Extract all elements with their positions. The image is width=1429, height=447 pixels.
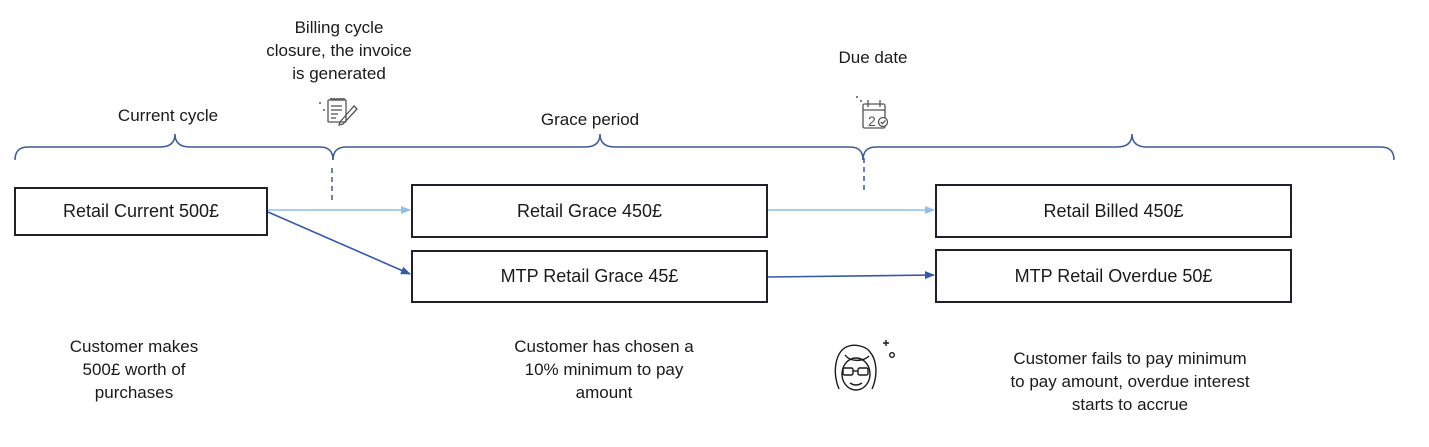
- svg-text:2: 2: [868, 113, 876, 129]
- arrow-mtp-grace-to-overdue: [767, 271, 935, 280]
- mtp-retail-overdue-box: MTP Retail Overdue 50£: [935, 249, 1292, 303]
- due-date-label: Due date: [838, 48, 908, 67]
- minimum-caption-line-1: Customer has chosen a: [514, 337, 694, 356]
- billing-closure-line-2: closure, the invoice: [266, 41, 412, 60]
- post-due-brace: [862, 133, 1395, 161]
- retail-current-box: Retail Current 500£: [14, 187, 268, 236]
- grace-period-label: Grace period: [540, 110, 640, 129]
- minimum-caption-line-2: 10% minimum to pay: [524, 360, 684, 379]
- current-cycle-brace: [14, 133, 334, 161]
- retail-grace-box: Retail Grace 450£: [411, 184, 768, 238]
- overdue-caption-line-3: starts to accrue: [1071, 395, 1189, 414]
- overdue-caption-line-2: to pay amount, overdue interest: [1010, 372, 1250, 391]
- grace-period-brace: [332, 133, 864, 161]
- arrow-current-to-mtp-grace: [267, 211, 411, 275]
- purchases-caption: Customer makes 500£ worth of purchases: [44, 335, 224, 404]
- billing-closure-label: Billing cycle closure, the invoice is ge…: [254, 16, 424, 85]
- current-cycle-label: Current cycle: [117, 106, 219, 125]
- purchases-caption-line-2: 500£ worth of: [82, 360, 186, 379]
- overdue-caption-line-1: Customer fails to pay minimum: [1013, 349, 1247, 368]
- purchases-caption-line-3: purchases: [94, 383, 174, 402]
- customer-avatar-icon: [834, 340, 896, 391]
- minimum-caption-line-3: amount: [575, 383, 633, 402]
- billing-closure-line-3: is generated: [292, 64, 386, 83]
- purchases-caption-line-1: Customer makes: [69, 337, 199, 356]
- mtp-retail-grace-box: MTP Retail Grace 45£: [411, 250, 768, 303]
- calendar-icon: 2: [856, 96, 889, 129]
- retail-billed-box: Retail Billed 450£: [935, 184, 1292, 238]
- billing-closure-line-1: Billing cycle: [294, 18, 384, 37]
- invoice-icon: [319, 97, 358, 126]
- minimum-caption: Customer has chosen a 10% minimum to pay…: [489, 335, 719, 404]
- overdue-caption: Customer fails to pay minimum to pay amo…: [980, 347, 1280, 416]
